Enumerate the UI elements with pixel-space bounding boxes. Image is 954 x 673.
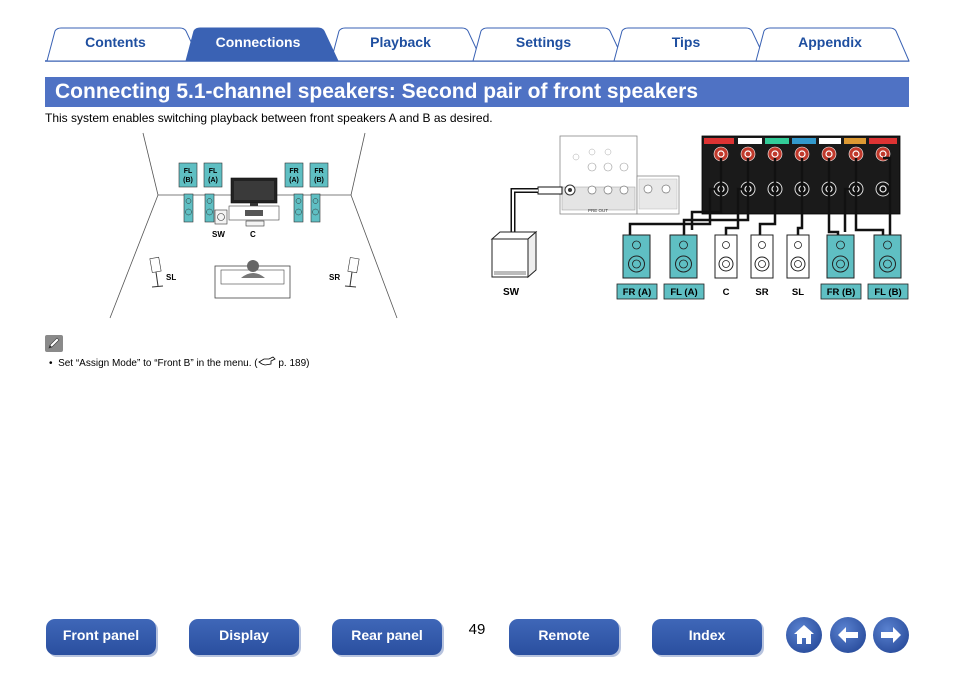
- speaker-sr: [344, 257, 360, 288]
- speaker-fr-a: [293, 193, 304, 223]
- tab-connections[interactable]: Connections: [215, 34, 301, 50]
- label-sw: SW: [212, 230, 225, 239]
- tab-playback[interactable]: Playback: [370, 34, 431, 50]
- tv-icon: [230, 177, 278, 206]
- rear-panel-button[interactable]: Rear panel: [332, 619, 442, 655]
- svg-text:FR: FR: [314, 168, 323, 175]
- top-tab-bar: Contents Connections Playback Settings T…: [0, 0, 954, 64]
- subwoofer-cable: [510, 186, 563, 232]
- speaker-fl-b-terminal: [873, 234, 902, 279]
- page-title: Connecting 5.1-channel speakers: Second …: [55, 80, 699, 103]
- tab-shape-settings: [472, 27, 625, 62]
- speaker-c-terminal: [714, 234, 738, 279]
- wiring-label-sr: SR: [755, 287, 768, 298]
- label-sr: SR: [329, 273, 340, 282]
- svg-text:(B): (B): [314, 177, 324, 184]
- page-number: 49: [468, 621, 486, 638]
- label-fl-a: FL (A): [203, 162, 223, 188]
- speaker-fl-a-terminal: [669, 234, 698, 279]
- tab-shapes: [45, 27, 910, 62]
- wiring-label-fr-a: FR (A): [623, 287, 652, 298]
- tab-contents[interactable]: Contents: [85, 34, 146, 50]
- arrow-right-icon: [881, 627, 901, 643]
- subwoofer-box: [490, 230, 538, 279]
- svg-text:(A): (A): [289, 177, 299, 184]
- wiring-label-sl: SL: [792, 287, 804, 298]
- center-speaker-icon: [245, 220, 265, 227]
- speaker-sl: [149, 256, 164, 288]
- tab-shape-appendix: [755, 27, 910, 62]
- speaker-fl-b: [183, 193, 194, 223]
- bullet: •: [49, 358, 59, 369]
- note-item: • Set “Assign Mode” to “Front B” in the …: [49, 356, 310, 369]
- tab-tips[interactable]: Tips: [671, 34, 701, 50]
- svg-text:FR: FR: [289, 168, 298, 175]
- label-fr-b: FR (B): [309, 162, 329, 188]
- subwoofer-icon: [214, 209, 228, 225]
- speaker-sl-terminal: [786, 234, 810, 279]
- speaker-wiring-diagram: PRE OUT: [490, 135, 909, 300]
- wiring-label-fr-b: FR (B): [827, 287, 856, 298]
- note-text-before: Set “Assign Mode” to “Front B” in the me…: [58, 358, 258, 369]
- label-sl: SL: [166, 273, 176, 282]
- intro-text: This system enables switching playback b…: [45, 111, 493, 125]
- speaker-sr-terminal: [750, 234, 774, 279]
- label-fr-a: FR (A): [284, 162, 304, 188]
- speaker-fr-b: [310, 193, 321, 223]
- wiring-label-c: C: [723, 287, 730, 298]
- label-c: C: [250, 230, 256, 239]
- index-button[interactable]: Index: [652, 619, 762, 655]
- back-button[interactable]: [830, 617, 866, 653]
- speaker-wires: [628, 156, 892, 235]
- label-fl-b: FL (B): [178, 162, 198, 188]
- tab-shape-tips: [613, 27, 767, 62]
- title-bar: Connecting 5.1-channel speakers: Second …: [45, 77, 909, 107]
- speaker-fl-a: [204, 193, 215, 223]
- tab-shape-contents: [46, 27, 201, 62]
- svg-text:PRE OUT: PRE OUT: [588, 208, 608, 213]
- tab-settings[interactable]: Settings: [515, 34, 572, 50]
- svg-text:FL: FL: [209, 168, 218, 175]
- tv-stand: [228, 205, 280, 221]
- receiver-small-panel: [636, 175, 680, 215]
- pencil-note-icon: [45, 335, 63, 352]
- receiver-preout-panel: PRE OUT: [559, 135, 638, 215]
- tab-shape-connections: [185, 27, 339, 62]
- remote-button[interactable]: Remote: [509, 619, 619, 655]
- tab-shape-playback: [330, 27, 483, 62]
- svg-text:FL: FL: [184, 168, 193, 175]
- wiring-label-fl-a: FL (A): [670, 287, 697, 298]
- speaker-fr-a-terminal: [622, 234, 651, 279]
- sofa-listener-icon: [214, 260, 291, 299]
- display-button[interactable]: Display: [189, 619, 299, 655]
- tab-appendix[interactable]: Appendix: [798, 34, 862, 50]
- forward-button[interactable]: [873, 617, 909, 653]
- svg-text:(A): (A): [208, 177, 218, 184]
- wiring-label-sw: SW: [503, 287, 520, 298]
- home-icon: [794, 625, 814, 644]
- room-layout-diagram: FL (B) FL (A) FR (A) FR (B): [109, 132, 398, 319]
- home-button[interactable]: [786, 617, 822, 653]
- wiring-label-fl-b: FL (B): [874, 287, 901, 298]
- note-text-after: p. 189): [275, 358, 310, 369]
- front-panel-button[interactable]: Front panel: [46, 619, 156, 655]
- page-reference-icon: [257, 356, 276, 367]
- arrow-left-icon: [838, 627, 858, 643]
- speaker-fr-b-terminal: [826, 234, 855, 279]
- svg-text:(B): (B): [183, 177, 193, 184]
